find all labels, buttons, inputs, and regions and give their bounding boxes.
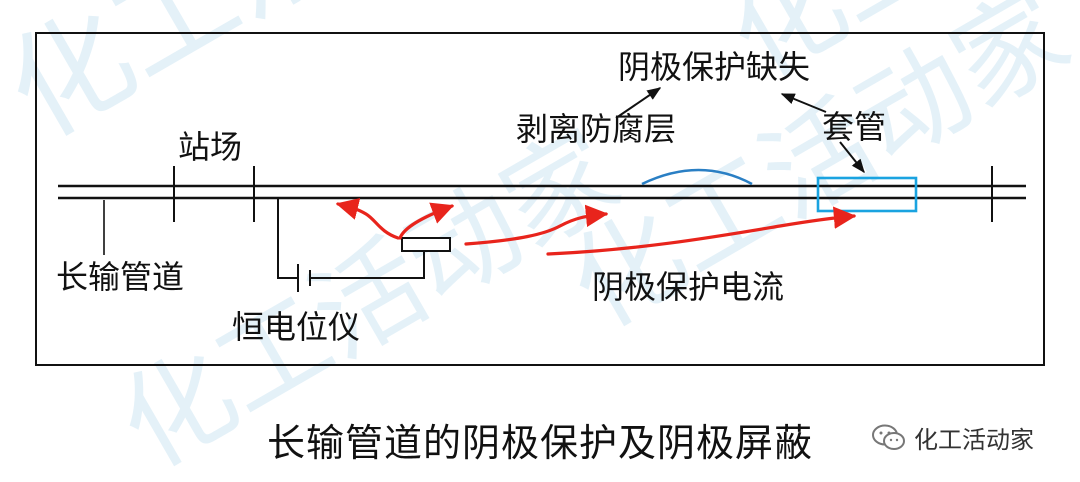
anode-bed: [401, 237, 451, 252]
cp-current-arrows: [335, 198, 857, 256]
casing-sleeve: [816, 176, 918, 213]
label-rectifier: 恒电位仪: [232, 308, 360, 346]
label-cp-current: 阴极保护电流: [592, 268, 784, 306]
current-arrow-left: [335, 198, 400, 240]
account-name: 化工活动家: [914, 426, 1034, 454]
pointer-arrow-to-missing-left: [615, 87, 662, 119]
pointer-arrow-to-casing: [839, 141, 865, 174]
diagram-frame: [35, 32, 1045, 366]
current-arrow-long: [546, 206, 857, 256]
account-tag: 化工活动家: [872, 420, 1034, 455]
wechat-icon: [872, 424, 905, 450]
figure-caption: 长输管道的阴极保护及阴极屏蔽: [266, 421, 813, 465]
label-disbonded-coating: 剥离防腐层: [516, 110, 676, 148]
current-arrow-up: [398, 202, 455, 240]
label-cp-missing: 阴极保护缺失: [618, 48, 810, 86]
disbonded-coating-arc: [641, 168, 753, 186]
svg-text:化工活动家: 化工活动家: [0, 0, 574, 165]
label-casing: 套管: [822, 108, 886, 146]
label-pipeline: 长输管道: [56, 258, 184, 296]
pointer-arrow-to-missing-right: [780, 93, 827, 113]
current-arrow-mid: [464, 204, 609, 246]
rectifier-circuit: [277, 198, 451, 292]
label-station: 站场: [178, 128, 242, 166]
